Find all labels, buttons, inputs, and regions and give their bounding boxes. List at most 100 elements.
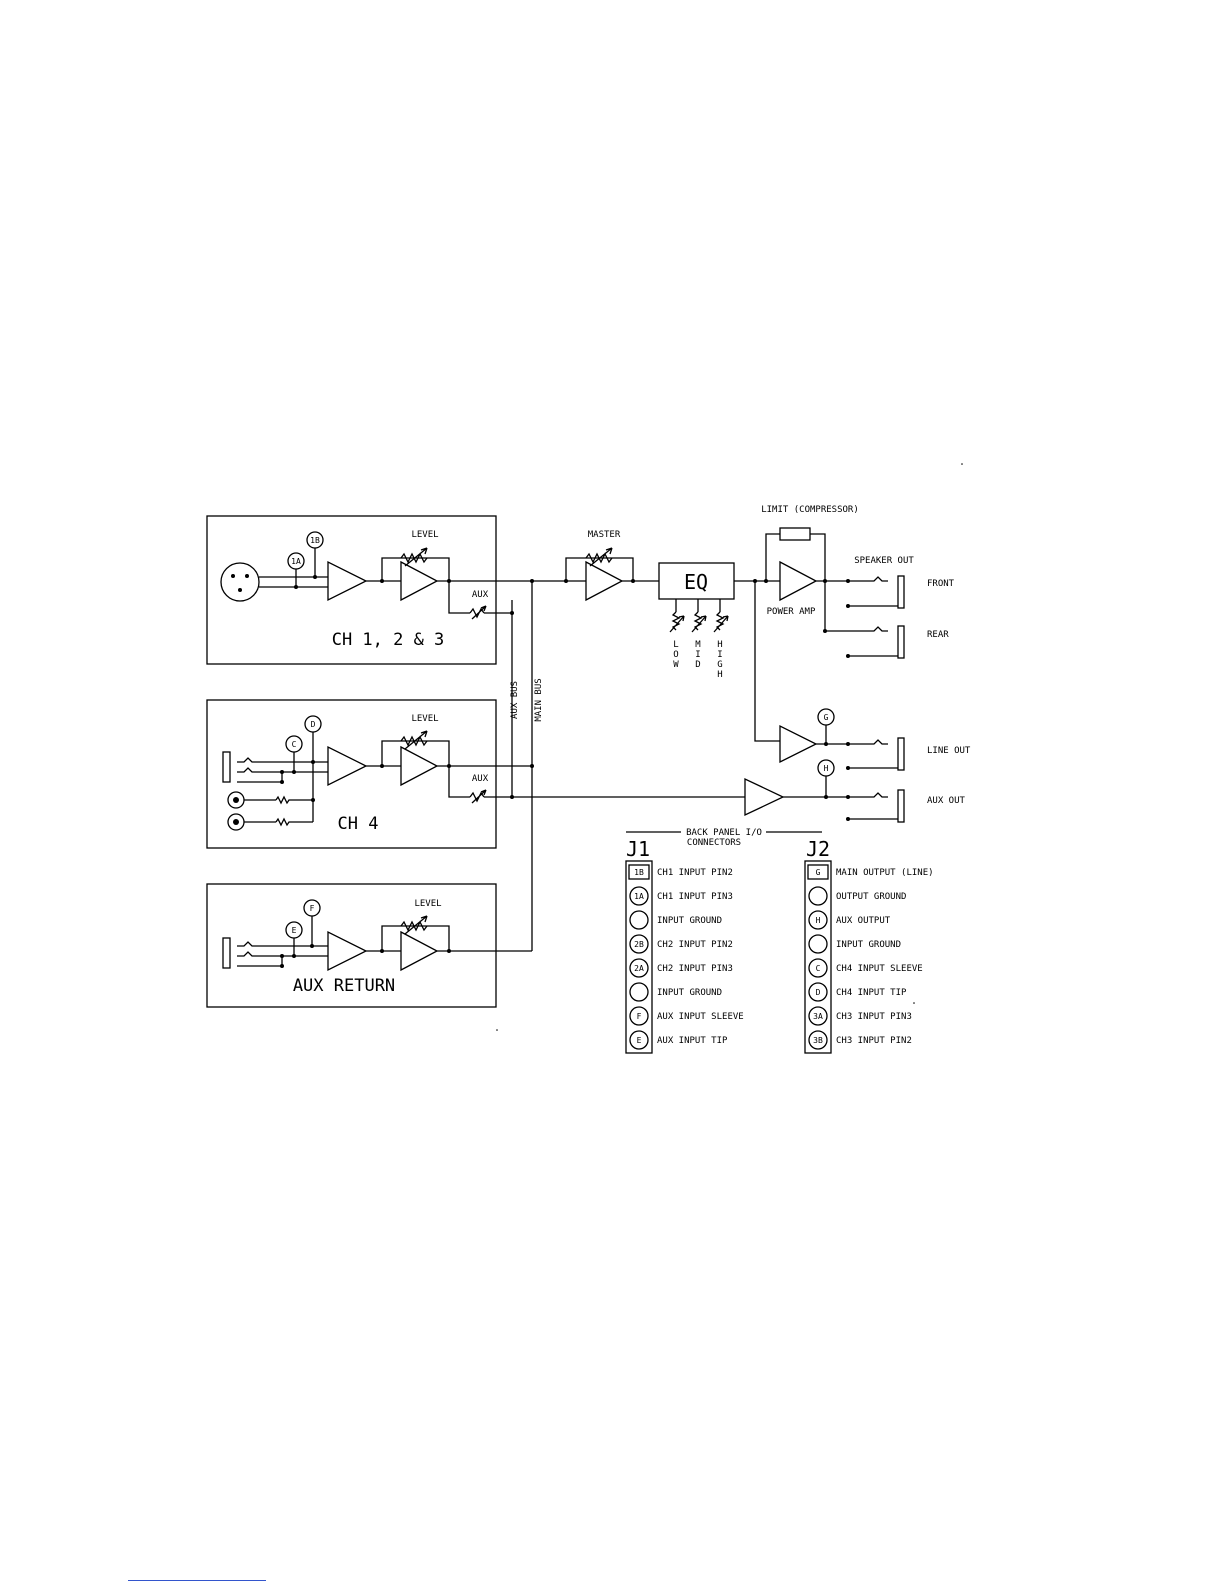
ch123-block: 1A 1B LEVEL AUX CH 1, 2 & 3 <box>206 515 532 665</box>
pin-id: 3B <box>813 1036 823 1045</box>
pin-circle-icon <box>808 958 828 978</box>
level-pot-ch123-icon <box>400 547 428 567</box>
pin-description: CH2 INPUT PIN3 <box>657 964 733 974</box>
j1-row: INPUT GROUND <box>629 910 722 930</box>
node-g: G <box>817 708 835 726</box>
power-amp-label: POWER AMP <box>767 607 816 617</box>
level-pot-aux-return-icon <box>400 915 428 935</box>
pin-description: INPUT GROUND <box>657 916 722 926</box>
jack-aux-return-icon <box>222 937 231 969</box>
pin-description: CH4 INPUT SLEEVE <box>836 964 923 974</box>
node-h-label: H <box>824 764 829 773</box>
pin-description: AUX OUTPUT <box>836 916 891 926</box>
pin-square-icon <box>628 864 650 880</box>
ch123-box <box>206 515 497 665</box>
node-d-label: D <box>311 720 316 729</box>
rear-jack-icon <box>846 625 905 659</box>
node-1b-label: 1B <box>310 536 320 545</box>
aux-out-label: AUX OUT <box>927 796 966 806</box>
line-out-amp-icon <box>779 724 818 764</box>
pin-description: AUX INPUT SLEEVE <box>657 1012 744 1022</box>
level-amp-aux-return-icon <box>400 930 439 972</box>
outputs-section: G LINE OUT H AUX OUT <box>744 581 971 823</box>
pin-circle-icon <box>808 982 828 1002</box>
pin-description: INPUT GROUND <box>836 940 901 950</box>
pin-circle-icon <box>808 934 828 954</box>
preamp-ch4-icon <box>327 745 368 787</box>
pin-circle-icon <box>808 886 828 906</box>
aux-return-box <box>206 883 497 1008</box>
j1-row: 2B CH2 INPUT PIN2 <box>629 934 733 954</box>
pin-id: 2B <box>634 940 644 949</box>
level-label-ch123: LEVEL <box>411 530 438 540</box>
level-pot-ch4-icon <box>400 730 428 750</box>
pin-id: G <box>816 868 821 877</box>
aux-out-amp-icon <box>744 777 785 817</box>
node-c: C <box>285 735 303 753</box>
pin-description: CH1 INPUT PIN2 <box>657 868 733 878</box>
pin-circle-icon <box>629 958 649 978</box>
limit-label: LIMIT (COMPRESSOR) <box>761 505 859 515</box>
main-bus-label: MAIN BUS <box>534 678 544 721</box>
master-pot-icon <box>585 547 613 567</box>
rca-jack-1-icon <box>227 791 245 809</box>
node-1a: 1A <box>287 552 305 570</box>
ch4-block: C D LEVEL AUX CH 4 <box>206 699 745 849</box>
preamp-ch123-icon <box>327 560 368 602</box>
back-panel-subtitle: CONNECTORS <box>687 838 741 848</box>
eq-high-label: H I G H <box>717 640 722 680</box>
pin-circle-icon <box>629 934 649 954</box>
j2-title: J2 <box>806 837 830 861</box>
pin-circle-icon <box>808 1006 828 1026</box>
eq-high-i: I <box>717 650 722 660</box>
pin-id: 1A <box>634 892 644 901</box>
pin-circle-icon <box>629 1006 649 1026</box>
eq-high-h2: H <box>717 670 722 680</box>
rca-jack-2-icon <box>227 813 245 831</box>
pin-circle-icon <box>808 1030 828 1050</box>
level-label-ch4: LEVEL <box>411 714 438 724</box>
pin-description: MAIN OUTPUT (LINE) <box>836 868 934 878</box>
power-amp-icon <box>779 560 818 602</box>
eq-low-label: L O W <box>673 640 679 670</box>
pin-circle-icon <box>629 982 649 1002</box>
eq-high-pot-icon <box>713 611 729 633</box>
level-amp-ch4-icon <box>400 745 439 787</box>
pin-id: 2A <box>634 964 644 973</box>
eq-high-g: G <box>717 660 722 670</box>
node-1a-label: 1A <box>291 557 301 566</box>
j1-title: J1 <box>626 837 650 861</box>
jack-ch4-icon <box>222 751 231 783</box>
ch123-title: CH 1, 2 & 3 <box>332 630 445 650</box>
eq-mid-m: M <box>695 640 701 650</box>
eq-label: EQ <box>684 570 708 594</box>
pin-description: CH3 INPUT PIN3 <box>836 1012 912 1022</box>
ch4-title: CH 4 <box>338 814 379 834</box>
pin-description: INPUT GROUND <box>657 988 722 998</box>
scan-speck <box>496 1029 498 1031</box>
j2-strip <box>804 860 832 1054</box>
preamp-aux-return-icon <box>327 930 368 972</box>
pin-description: CH4 INPUT TIP <box>836 988 907 998</box>
node-f: F <box>303 899 321 917</box>
pin-description: CH2 INPUT PIN2 <box>657 940 733 950</box>
pin-circle-icon <box>629 886 649 906</box>
scan-speck <box>961 463 963 465</box>
node-e-label: E <box>292 926 297 935</box>
aux-label-ch123: AUX <box>472 590 489 600</box>
eq-high-h1: H <box>717 640 722 650</box>
node-e: E <box>285 921 303 939</box>
pin-id: 3A <box>813 1012 823 1021</box>
aux-pot-ch123-icon <box>469 605 487 620</box>
rear-label: REAR <box>927 630 949 640</box>
aux-label-ch4: AUX <box>472 774 489 784</box>
master-amp-icon <box>585 560 624 602</box>
